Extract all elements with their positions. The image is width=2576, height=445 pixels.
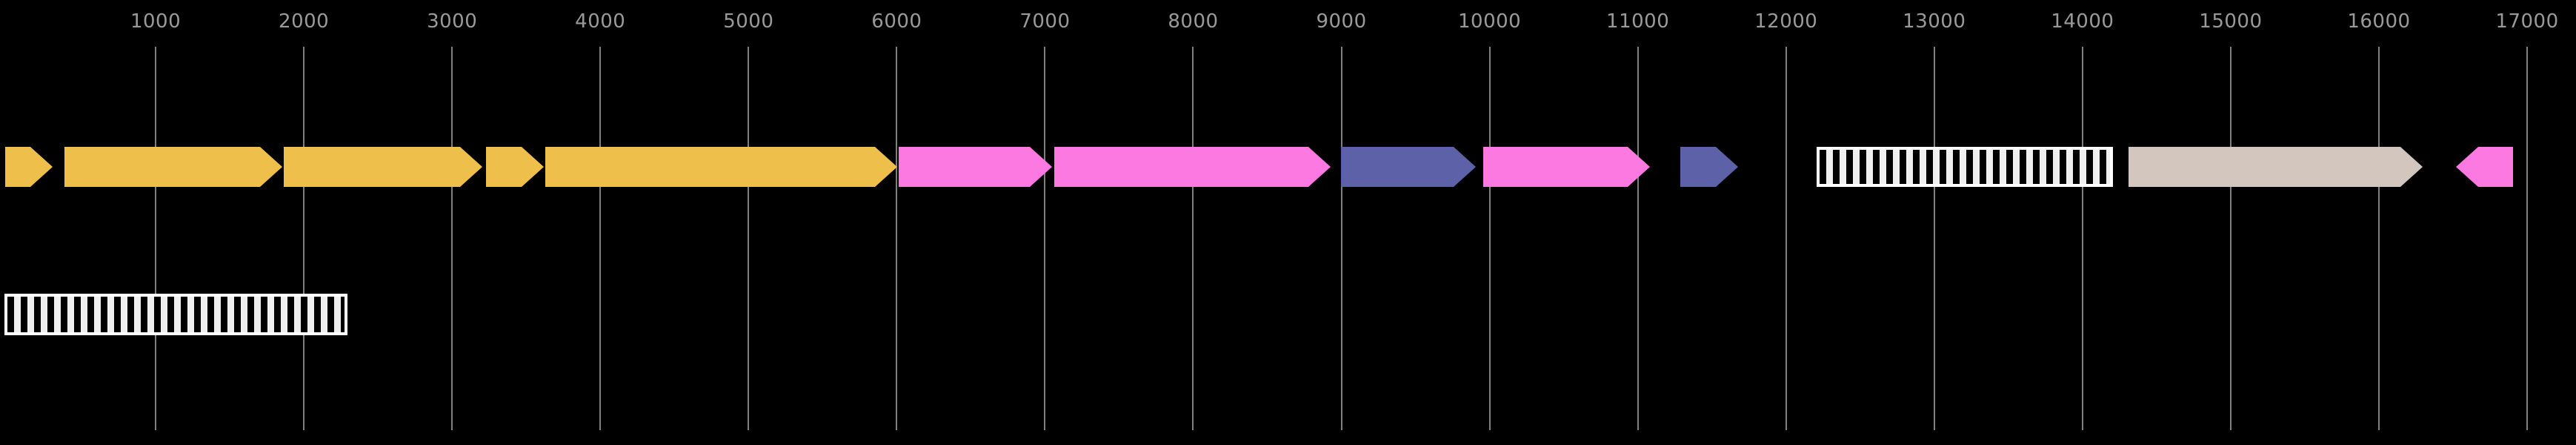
tick-label-10000: 10000: [1457, 10, 1522, 33]
tick-label-9000: 9000: [1316, 10, 1367, 33]
gridline-2000: [303, 47, 305, 430]
feature-5[interactable]: [545, 147, 897, 187]
feature-arrow-forward: [2129, 147, 2423, 187]
tick-label-3000: 3000: [427, 10, 478, 33]
gridline-10000: [1488, 47, 1491, 430]
tick-label-6000: 6000: [871, 10, 922, 33]
feature-8[interactable]: [1341, 147, 1476, 187]
tick-label-1000: 1000: [130, 10, 182, 33]
feature-3[interactable]: [284, 147, 482, 187]
feature-4[interactable]: [486, 147, 544, 187]
gridline-5000: [748, 47, 750, 430]
feature-11[interactable]: [1817, 147, 2113, 187]
tick-label-8000: 8000: [1168, 10, 1219, 33]
gridline-3000: [451, 47, 453, 430]
tick-label-13000: 13000: [1903, 10, 1966, 33]
gridline-17000: [2526, 47, 2529, 430]
feature-arrow-forward: [1054, 147, 1331, 187]
feature-arrow-forward: [1483, 147, 1650, 187]
gridline-16000: [2377, 47, 2380, 430]
gridline-6000: [896, 47, 898, 430]
tick-label-7000: 7000: [1019, 10, 1071, 33]
feature-1[interactable]: [5, 147, 53, 187]
feature-arrow-forward: [1680, 147, 1738, 187]
gridline-1000: [155, 47, 157, 430]
feature-arrow-forward: [899, 147, 1052, 187]
tick-label-2000: 2000: [279, 10, 330, 33]
tick-label-4000: 4000: [575, 10, 626, 33]
gridline-13000: [1933, 47, 1935, 430]
gridline-8000: [1192, 47, 1194, 430]
feature-2[interactable]: [64, 147, 282, 187]
tick-label-11000: 11000: [1606, 10, 1670, 33]
gridline-12000: [1785, 47, 1787, 430]
feature-arrow-forward: [1341, 147, 1476, 187]
gridline-15000: [2229, 47, 2231, 430]
feature-14[interactable]: [4, 294, 347, 335]
feature-arrow-reverse: [2456, 147, 2513, 187]
feature-12[interactable]: [2129, 147, 2423, 187]
tick-label-17000: 17000: [2495, 10, 2559, 33]
tick-label-12000: 12000: [1754, 10, 1818, 33]
feature-7[interactable]: [1054, 147, 1331, 187]
feature-13[interactable]: [2456, 147, 2513, 187]
hatch-fill: [7, 297, 345, 332]
hatch-fill: [1820, 150, 2110, 184]
gridline-11000: [1637, 47, 1639, 430]
feature-arrow-forward: [284, 147, 482, 187]
tick-label-14000: 14000: [2051, 10, 2114, 33]
gridline-14000: [2081, 47, 2083, 430]
feature-arrow-forward: [5, 147, 53, 187]
feature-track-1: [0, 147, 2576, 187]
feature-arrow-forward: [486, 147, 544, 187]
tick-label-16000: 16000: [2347, 10, 2411, 33]
feature-10[interactable]: [1680, 147, 1738, 187]
feature-arrow-forward: [545, 147, 897, 187]
feature-6[interactable]: [899, 147, 1052, 187]
tick-label-15000: 15000: [2199, 10, 2263, 33]
feature-9[interactable]: [1483, 147, 1650, 187]
gridline-7000: [1044, 47, 1046, 430]
gridline-9000: [1340, 47, 1342, 430]
feature-arrow-forward: [64, 147, 282, 187]
feature-track-2: [0, 294, 2576, 335]
gridline-4000: [599, 47, 602, 430]
tick-label-5000: 5000: [723, 10, 774, 33]
